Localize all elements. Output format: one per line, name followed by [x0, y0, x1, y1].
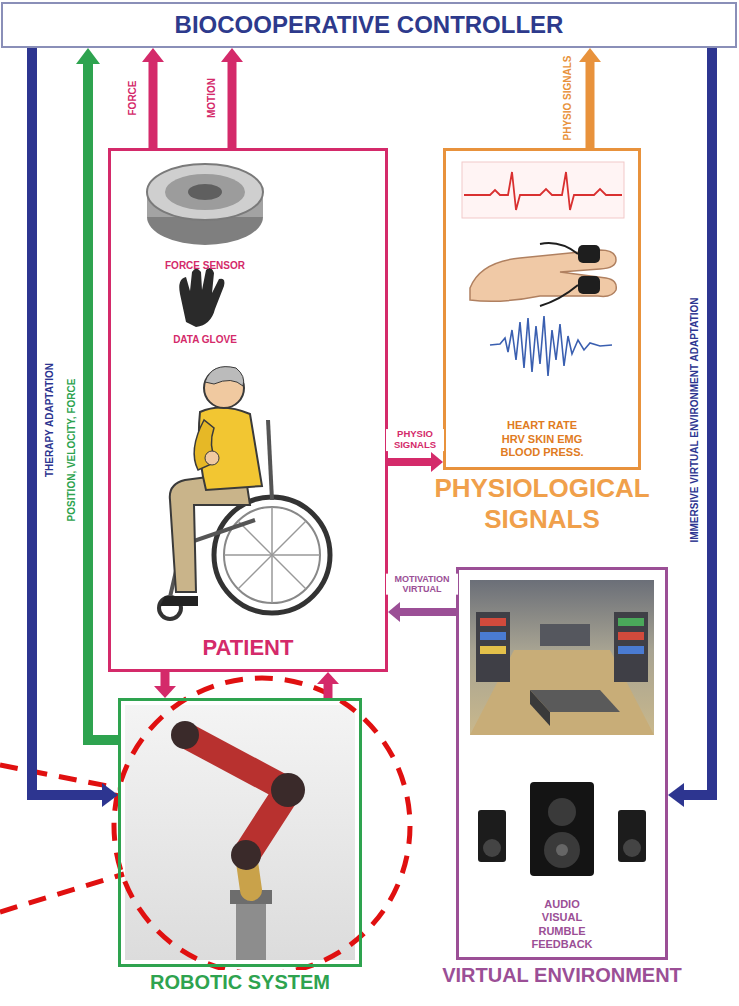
- arrow-head: [142, 48, 164, 62]
- arrow-head: [102, 783, 118, 807]
- arrow-head: [76, 48, 100, 64]
- edge-label: PHYSIO SIGNALS: [562, 53, 574, 142]
- arrow-head: [388, 602, 400, 622]
- edge-label: MOTIVATION VIRTUAL: [386, 574, 458, 595]
- arrow-head: [221, 48, 243, 62]
- signal-list: HEART RATE HRV SKIN EMG BLOOD PRESS.: [500, 419, 584, 459]
- edge-label: MOTION: [206, 76, 218, 120]
- signals-box: HEART RATE HRV SKIN EMG BLOOD PRESS.PHYS…: [443, 148, 641, 470]
- robot-arm-image: [125, 705, 355, 960]
- box-heading: VIRTUAL ENVIRONMENT: [438, 963, 686, 987]
- box-heading: PHYSIOLOGICAL SIGNALS: [413, 473, 671, 535]
- part-label: FORCE SENSOR: [165, 260, 245, 272]
- connector-line: [388, 458, 432, 466]
- connector-arrow: [388, 602, 456, 622]
- patient-box: PATIENT: [108, 148, 388, 672]
- box-title: BIOCOOPERATIVE CONTROLLER: [3, 11, 735, 40]
- connector-arrow: [668, 48, 712, 807]
- connector-arrow: [76, 48, 118, 740]
- part-label: DATA GLOVE: [173, 334, 237, 346]
- connector-arrow: [142, 48, 164, 148]
- connector-line: [399, 608, 456, 616]
- edge-label: IMMERSIVE VIRTUAL ENVIRONMENT ADAPTATION: [689, 295, 701, 544]
- connector-line: [683, 48, 712, 795]
- emg-signal-image: [490, 316, 612, 376]
- connector-arrow: [32, 48, 118, 807]
- controller-box: BIOCOOPERATIVE CONTROLLER: [1, 2, 737, 48]
- patient-wheelchair-figure: [159, 367, 330, 619]
- virtual-store-image: [470, 580, 654, 735]
- feedback-list: AUDIO VISUAL RUMBLE FEEDBACK: [526, 898, 598, 951]
- connector-line: [161, 672, 170, 687]
- highlight-callout: [0, 678, 410, 974]
- connector-arrow: [154, 672, 176, 698]
- finger-sensor-image: [470, 243, 616, 306]
- arrow-head: [668, 783, 684, 807]
- edge-label: PHYSIO SIGNALS: [386, 429, 444, 451]
- edge-label: POSITION, VELOCITY, FORCE: [66, 377, 78, 524]
- connector-arrow: [317, 672, 339, 698]
- arrow-head: [579, 48, 601, 62]
- connector-arrow: [388, 452, 443, 472]
- force-sensor-image: [147, 164, 263, 245]
- speakers-image: [478, 782, 646, 876]
- ecg-trace-image: [462, 162, 624, 218]
- connector-line: [324, 683, 333, 698]
- arrow-head: [154, 686, 176, 698]
- box-title: PATIENT: [203, 635, 294, 661]
- data-glove-image: [179, 268, 224, 327]
- environment-box: AUDIO VISUAL RUMBLE FEEDBACKVIRTUAL ENVI…: [456, 567, 668, 960]
- connector-arrow: [579, 48, 601, 148]
- arrow-head: [431, 452, 443, 472]
- box-heading: ROBOTIC SYSTEM: [146, 970, 334, 994]
- connector-arrow: [221, 48, 243, 148]
- arrow-head: [317, 672, 339, 684]
- connector-line: [149, 61, 158, 148]
- edge-label: THERAPY ADAPTATION: [44, 361, 56, 479]
- edge-label: FORCE: [127, 79, 139, 118]
- connector-line: [88, 63, 118, 740]
- connector-line: [228, 61, 237, 148]
- robot-box: ROBOTIC SYSTEM: [118, 698, 362, 967]
- connector-line: [586, 61, 595, 148]
